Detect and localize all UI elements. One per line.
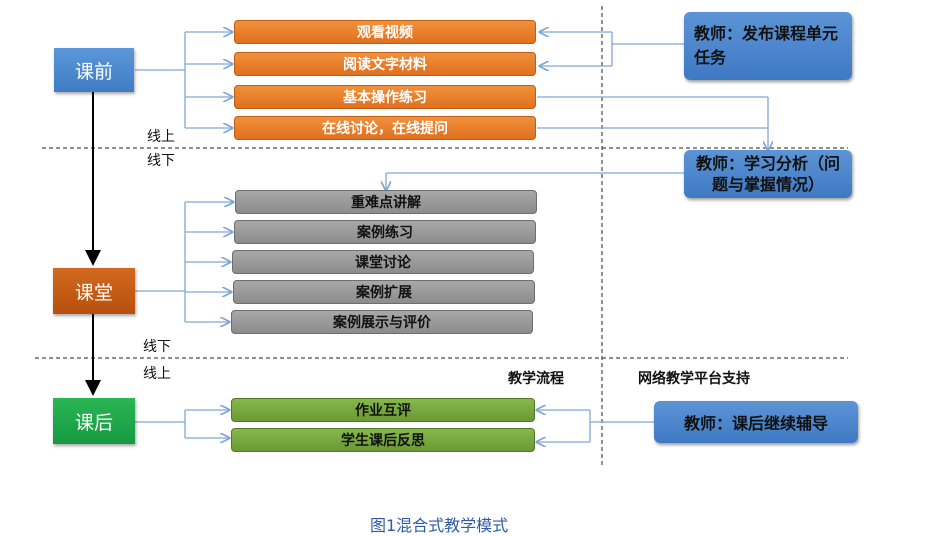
task-case-practice: 案例练习 <box>234 220 536 244</box>
label-platform-support: 网络教学平台支持 <box>638 371 750 387</box>
tutor-arrows <box>537 410 654 442</box>
teacher-publish-box: 教师：发布课程单元任务 <box>684 12 852 80</box>
teacher-analysis-box: 教师：学习分析（问题与掌握情况） <box>684 150 852 198</box>
label-offline-2: 线下 <box>143 339 171 355</box>
analysis-inputs <box>386 96 768 190</box>
post-branches <box>135 410 229 438</box>
task-watch-video: 观看视频 <box>234 20 536 44</box>
pre-branches <box>135 32 232 128</box>
task-class-discussion: 课堂讨论 <box>232 250 534 274</box>
stage-class: 课堂 <box>53 268 135 314</box>
task-reflection: 学生课后反思 <box>231 428 535 452</box>
task-case-presentation: 案例展示与评价 <box>231 310 533 334</box>
task-basic-practice: 基本操作练习 <box>234 85 536 109</box>
task-online-discussion: 在线讨论，在线提问 <box>234 116 536 140</box>
task-key-points: 重难点讲解 <box>235 190 537 214</box>
stage-post: 课后 <box>53 398 135 444</box>
task-read-materials: 阅读文字材料 <box>234 52 536 76</box>
publish-arrows <box>540 32 684 66</box>
label-teaching-flow: 教学流程 <box>508 371 564 387</box>
class-branches <box>135 202 233 322</box>
figure-caption: 图1混合式教学模式 <box>370 516 509 535</box>
teacher-tutor-box: 教师：课后继续辅导 <box>654 401 858 443</box>
task-case-extension: 案例扩展 <box>233 280 535 304</box>
stage-pre: 课前 <box>54 48 134 92</box>
task-peer-review: 作业互评 <box>231 398 535 422</box>
label-offline-1: 线下 <box>147 153 175 169</box>
label-online-2: 线上 <box>143 366 171 382</box>
label-online-1: 线上 <box>147 129 175 145</box>
